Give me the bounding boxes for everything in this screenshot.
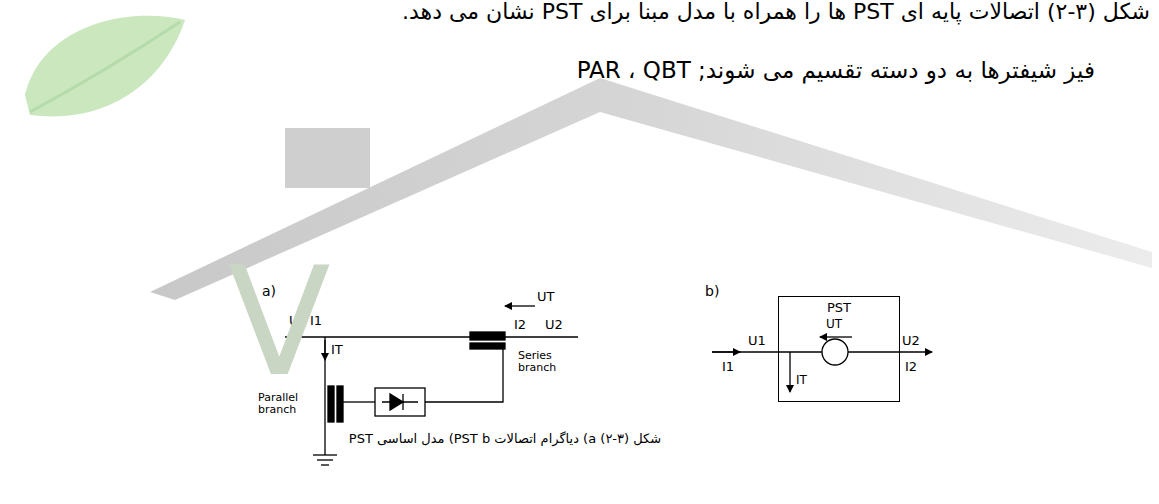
panel-label: b) — [705, 284, 719, 299]
voltage-label: U1 — [748, 334, 766, 348]
current-label: I2 — [905, 360, 917, 374]
watermark-letter: V — [228, 240, 331, 405]
figure-caption: شکل (۳-۲) a) دیاگرام اتصالات PST b) مدل … — [349, 432, 661, 446]
pst-box: PST — [778, 296, 900, 402]
box-title: PST — [779, 297, 899, 315]
pst-basic-model — [712, 337, 932, 392]
voltage-label: UT — [537, 290, 554, 304]
voltage-label: U2 — [902, 334, 920, 348]
voltage-label: UT — [826, 318, 842, 331]
watermark-leaf — [25, 16, 185, 117]
voltage-label: U2 — [545, 318, 563, 332]
paragraph-text: شکل (۳-۲) اتصالات پایه ای PST ها را همرا… — [402, 0, 1150, 24]
current-label: I1 — [722, 360, 734, 374]
current-label: IT — [796, 374, 807, 387]
branch-label: Series branch — [518, 350, 568, 374]
current-label: I2 — [514, 318, 526, 332]
current-label: IT — [331, 343, 343, 357]
paragraph-text: فیز شیفترها به دو دسته تقسیم می شوند; PA… — [577, 58, 1095, 83]
